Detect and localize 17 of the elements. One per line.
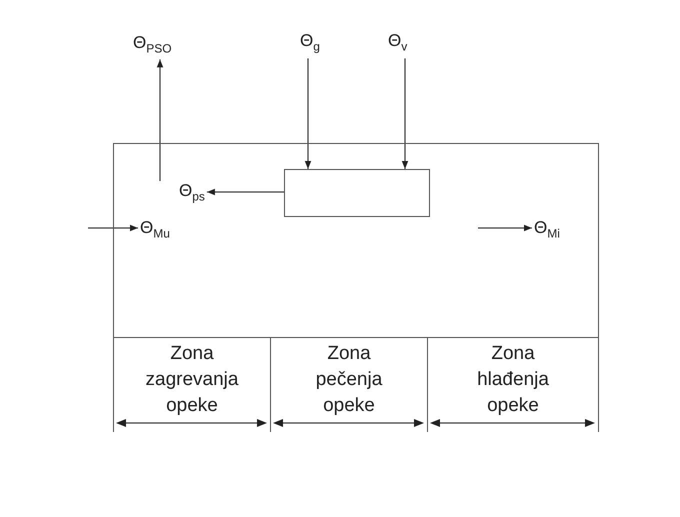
arrow <box>478 224 532 232</box>
burner-box <box>284 169 430 217</box>
kiln-box <box>113 143 599 338</box>
arrow <box>156 58 164 182</box>
flux-label: Θ$_{v}$ <box>388 31 408 56</box>
arrow <box>88 224 138 232</box>
zone-label: Zona hlađenja opeke <box>427 337 599 417</box>
flux-label: Θ$_{ps}$ <box>179 181 205 206</box>
flux-label: Θ$_{Mu}$ <box>140 218 170 244</box>
zone-label: Zona pečenja opeke <box>270 337 428 417</box>
flux-label: Θ$_{PSO}$ <box>133 33 172 58</box>
arrow <box>206 188 284 196</box>
arrow <box>402 58 408 170</box>
flux-label: Θ$_{Mi}$ <box>534 218 560 244</box>
zone-label: Zona zagrevanja opeke <box>113 337 271 417</box>
arrow <box>304 58 312 170</box>
flux-label: Θ$_{g}$ <box>300 31 320 56</box>
